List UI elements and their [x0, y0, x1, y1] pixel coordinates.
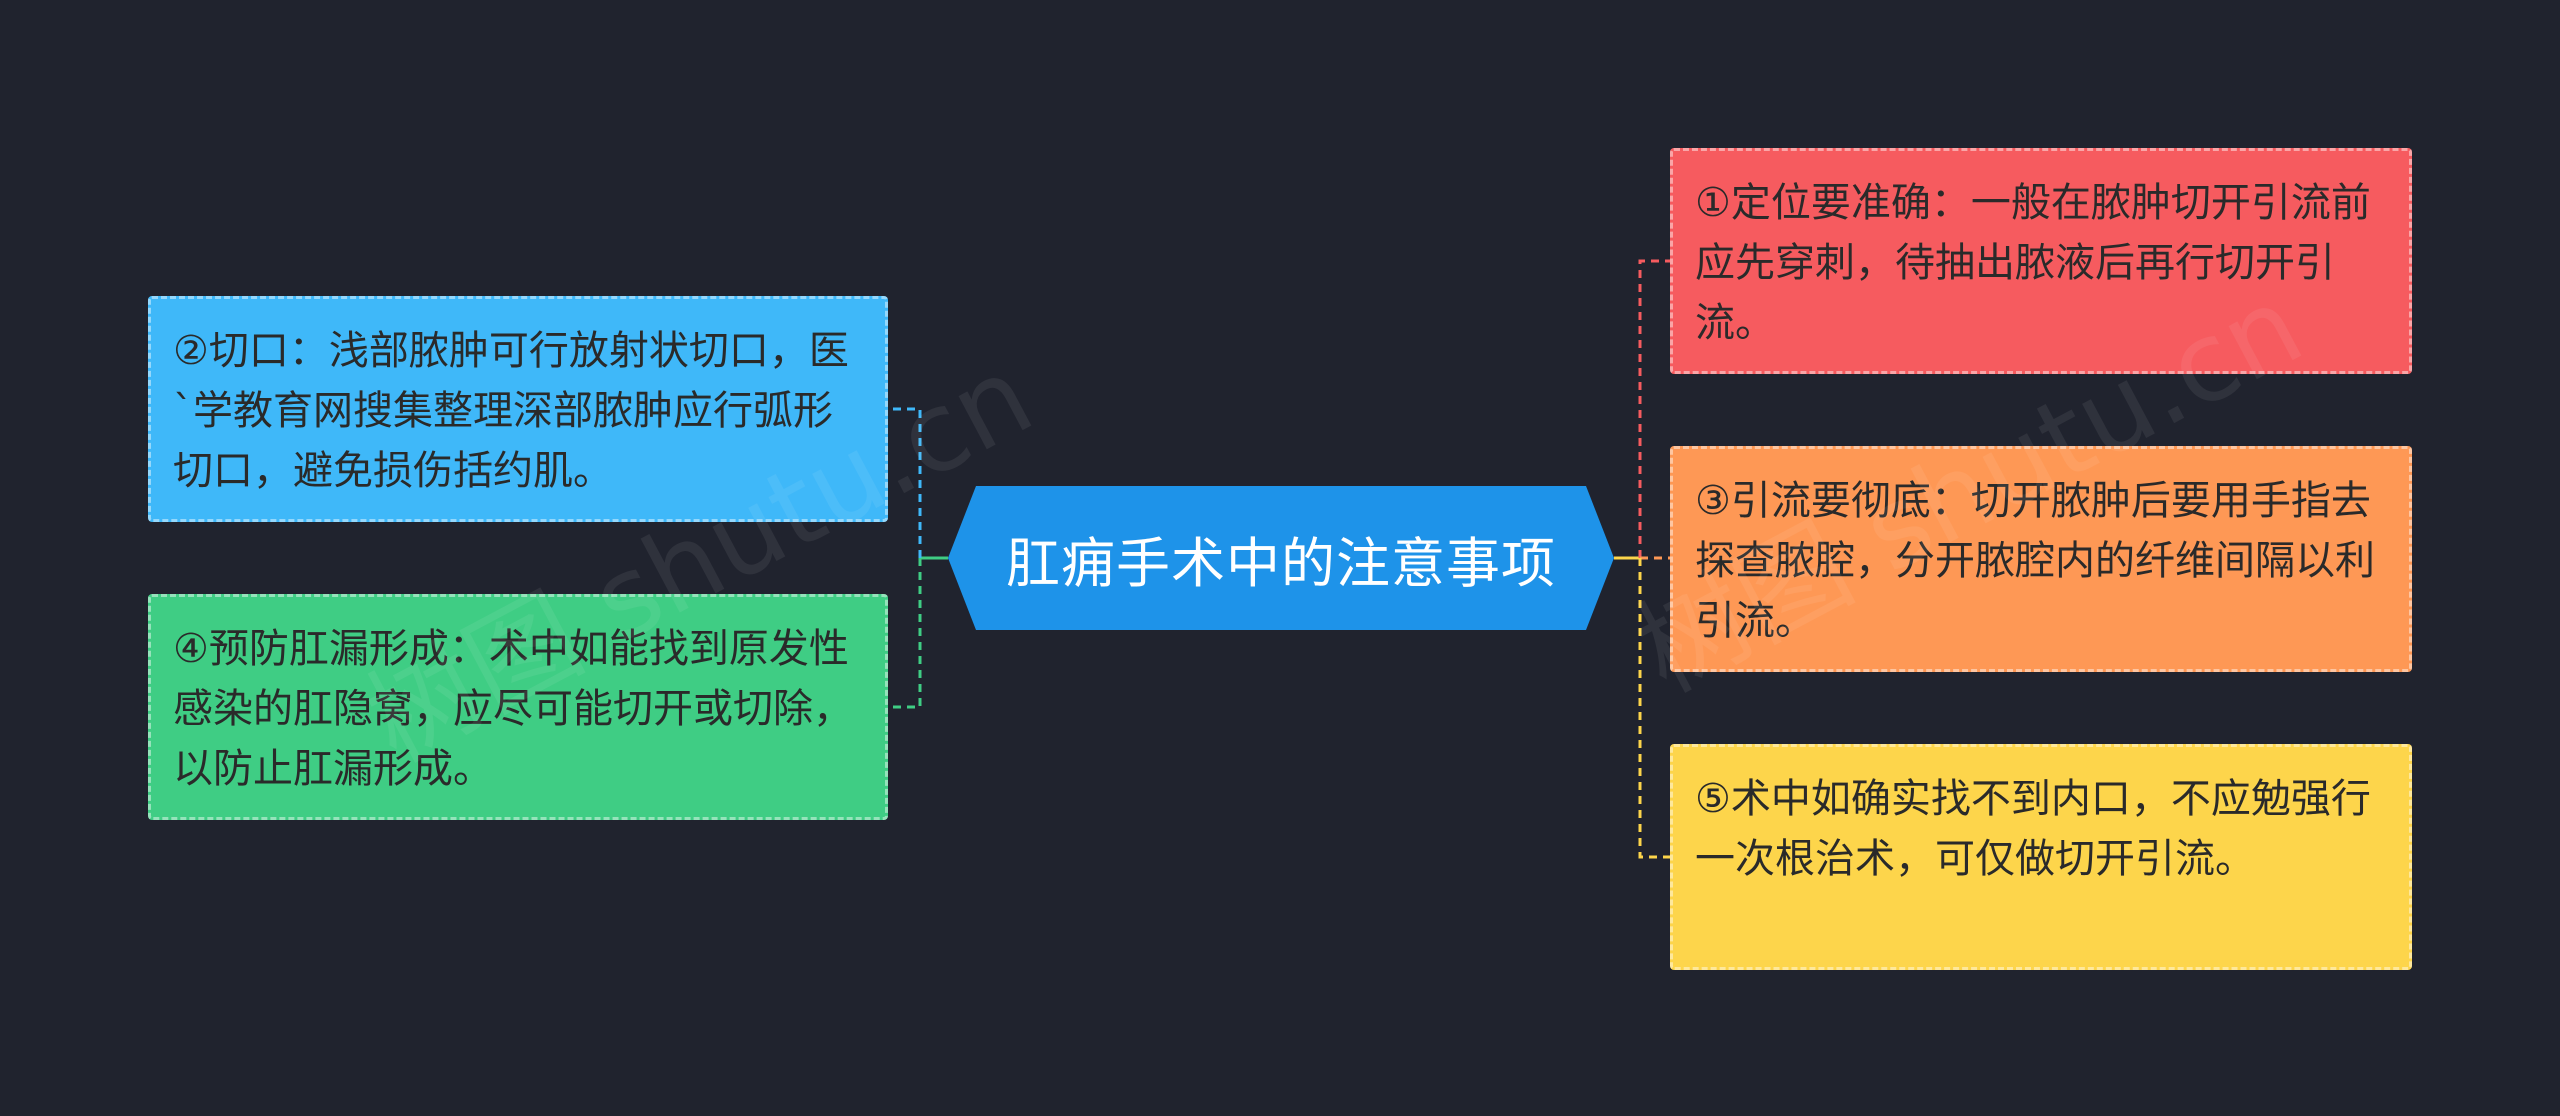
connector-left-1 [888, 407, 922, 558]
branch-positioning-text: ①定位要准确：一般在脓肿切开引流前应先穿刺，待抽出脓液后再行切开引流。 [1695, 180, 2371, 346]
branch-drainage-text: ③引流要彻底：切开脓肿后要用手指去探查脓腔，分开脓腔内的纤维间隔以利引流。 [1695, 478, 2375, 644]
branch-incision-text: ②切口：浅部脓肿可行放射状切口，医`学教育网搜集整理深部脓肿应行弧形切口，避免损… [173, 328, 849, 494]
branch-fistula-prevention-text: ④预防肛漏形成：术中如能找到原发性感染的肛隐窝，应尽可能切开或切除，以防止肛漏形… [173, 626, 853, 792]
branch-incision[interactable]: ②切口：浅部脓肿可行放射状切口，医`学教育网搜集整理深部脓肿应行弧形切口，避免损… [148, 296, 888, 522]
branch-inner-opening-text: ⑤术中如确实找不到内口，不应勉强行一次根治术，可仅做切开引流。 [1695, 776, 2371, 882]
connector-right-3 [1638, 558, 1670, 859]
central-topic-label: 肛痈手术中的注意事项 [1006, 531, 1556, 595]
branch-inner-opening[interactable]: ⑤术中如确实找不到内口，不应勉强行一次根治术，可仅做切开引流。 [1670, 744, 2412, 970]
branch-positioning[interactable]: ①定位要准确：一般在脓肿切开引流前应先穿刺，待抽出脓液后再行切开引流。 [1670, 148, 2412, 374]
connector-right-1 [1638, 259, 1670, 558]
central-topic[interactable]: 肛痈手术中的注意事项 [948, 486, 1614, 630]
branch-fistula-prevention[interactable]: ④预防肛漏形成：术中如能找到原发性感染的肛隐窝，应尽可能切开或切除，以防止肛漏形… [148, 594, 888, 820]
connector-left-2 [888, 558, 922, 709]
branch-drainage[interactable]: ③引流要彻底：切开脓肿后要用手指去探查脓腔，分开脓腔内的纤维间隔以利引流。 [1670, 446, 2412, 672]
